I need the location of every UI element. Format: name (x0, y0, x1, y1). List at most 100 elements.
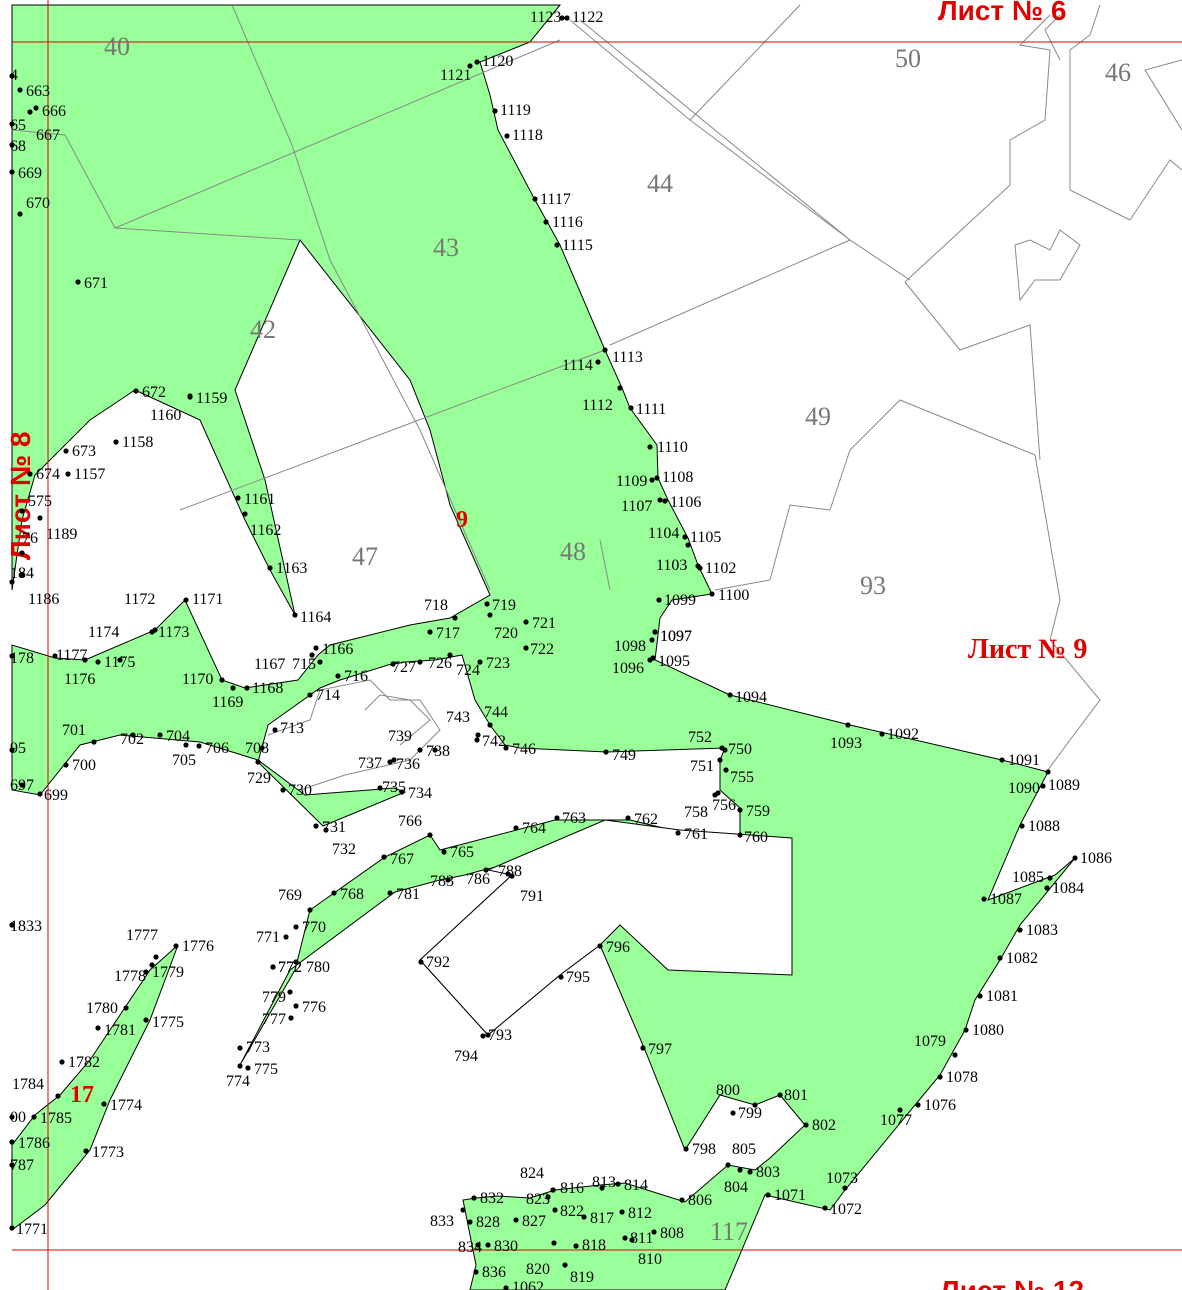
survey-point-label: 1112 (582, 397, 613, 414)
survey-point-marker (267, 565, 273, 571)
survey-point-marker (83, 1148, 89, 1154)
survey-point-marker (485, 1242, 491, 1248)
survey-point-marker (552, 1207, 558, 1213)
survey-point-label: 715 (292, 656, 316, 673)
survey-point-marker (9, 653, 15, 659)
survey-point-marker (9, 169, 15, 175)
survey-point-label: 828 (476, 1214, 500, 1231)
survey-point-label: 699 (44, 787, 68, 804)
survey-point-label: 797 (648, 1041, 672, 1058)
survey-point-label: 761 (684, 826, 708, 843)
survey-point-marker (381, 854, 387, 860)
survey-point-label: 1114 (562, 357, 593, 374)
survey-point-marker (391, 757, 397, 763)
survey-point-marker (487, 612, 493, 618)
survey-point-marker (187, 393, 193, 399)
survey-point-marker (183, 742, 189, 748)
survey-point-marker (65, 471, 71, 477)
survey-point-marker (723, 767, 729, 773)
sheet-label-top: Лист № 6 (938, 0, 1067, 26)
survey-point-label: 800 (716, 1082, 740, 1099)
survey-point-label: 00 (10, 1109, 26, 1126)
survey-point-marker (399, 789, 405, 795)
survey-point-marker (803, 1122, 809, 1128)
survey-point-label: 810 (638, 1251, 662, 1268)
survey-point-marker (307, 692, 313, 698)
survey-point-label: 1177 (56, 647, 87, 664)
survey-point-marker (19, 508, 25, 514)
survey-point-label: 721 (532, 615, 556, 632)
survey-point-label: 705 (172, 752, 196, 769)
survey-point-label: 726 (428, 655, 452, 672)
survey-point-marker (255, 759, 261, 765)
survey-point-marker (149, 962, 155, 968)
survey-point-marker (1072, 855, 1078, 861)
survey-point-label: 702 (120, 731, 144, 748)
survey-point-marker (545, 1194, 551, 1200)
survey-point-marker (153, 954, 159, 960)
survey-point-label: 76 (22, 530, 38, 547)
zone-17-polygon (11, 944, 179, 1232)
survey-point-marker (55, 1093, 61, 1099)
survey-point-label: 724 (456, 662, 480, 679)
survey-point-label: 1169 (212, 694, 243, 711)
survey-point-label: 760 (744, 829, 768, 846)
survey-point-marker (283, 934, 289, 940)
survey-point-marker (293, 959, 299, 965)
survey-point-marker (879, 731, 885, 737)
survey-point-label: 1171 (192, 591, 223, 608)
survey-point-label: 68 (10, 138, 26, 155)
survey-point-marker (9, 73, 15, 79)
survey-point-marker (245, 1065, 251, 1071)
survey-point-marker (474, 737, 480, 743)
survey-point-marker (441, 849, 447, 855)
survey-point-marker (9, 579, 15, 585)
survey-point-marker (1045, 769, 1051, 775)
survey-point-marker (9, 1139, 15, 1145)
survey-point-marker (523, 645, 529, 651)
survey-point-marker (619, 1209, 625, 1215)
survey-point-marker (31, 1114, 37, 1120)
survey-point-marker (390, 661, 396, 667)
survey-point-marker (715, 790, 721, 796)
survey-point-marker (595, 359, 601, 365)
survey-point-label: 1100 (718, 587, 749, 604)
survey-point-label: 799 (738, 1105, 762, 1122)
survey-point-label: 777 (262, 1011, 286, 1028)
survey-point-label: 818 (582, 1237, 606, 1254)
survey-point-marker (432, 747, 438, 753)
survey-point-marker (573, 1243, 579, 1249)
survey-point-marker (597, 943, 603, 949)
survey-point-marker (467, 63, 473, 69)
survey-point-marker (503, 745, 509, 751)
survey-point-label: 717 (436, 625, 460, 642)
survey-point-label: 1076 (924, 1097, 956, 1114)
survey-point-label: 95 (10, 740, 26, 757)
survey-point-marker (59, 1059, 65, 1065)
survey-point-label: 1104 (648, 525, 679, 542)
survey-point-label: 1098 (614, 638, 646, 655)
survey-point-marker (523, 619, 529, 625)
survey-point-label: 819 (570, 1269, 594, 1286)
survey-point-marker (558, 974, 564, 980)
survey-point-marker (654, 475, 660, 481)
survey-point-marker (822, 1205, 828, 1211)
survey-point-label: 1122 (572, 9, 603, 26)
survey-point-label: 1162 (250, 522, 281, 539)
survey-point-marker (149, 629, 155, 635)
survey-point-marker (1047, 875, 1053, 881)
survey-point-label: 771 (256, 929, 280, 946)
survey-point-marker (952, 1052, 958, 1058)
sheet-label-bottom: Лист № 12 (940, 1275, 1084, 1290)
survey-point-label: 1077 (880, 1112, 912, 1129)
sheet-label-right: Лист № 9 (968, 634, 1087, 665)
survey-point-label: 762 (634, 811, 658, 828)
survey-point-label: 744 (484, 704, 508, 721)
survey-point-marker (270, 964, 276, 970)
survey-point-label: 742 (482, 733, 506, 750)
survey-point-marker (293, 924, 299, 930)
survey-point-label: 1161 (244, 491, 275, 508)
survey-point-marker (17, 211, 23, 217)
survey-point-marker (219, 677, 225, 683)
survey-point-marker (981, 896, 987, 902)
